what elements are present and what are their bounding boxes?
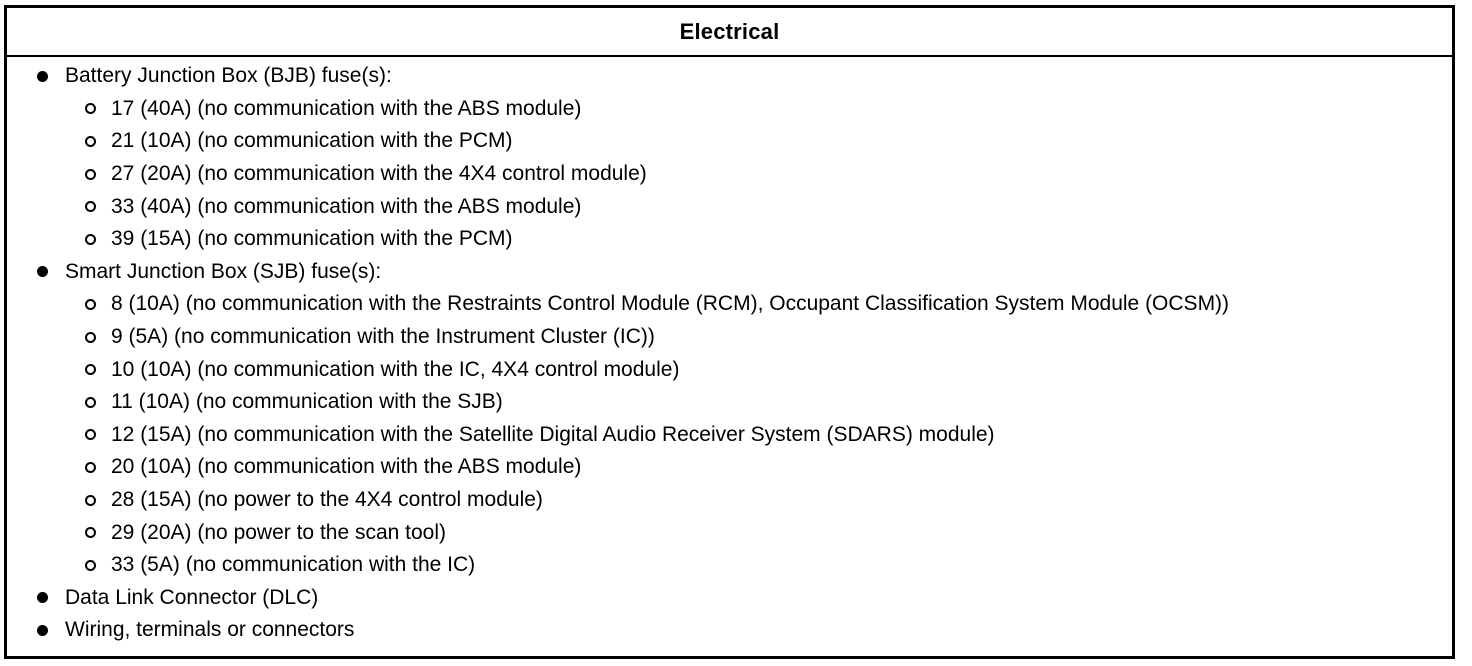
sub-list-item: 9 (5A) (no communication with the Instru… [7,321,1452,354]
open-circle-bullet-icon [85,461,96,473]
list-item-label: Battery Junction Box (BJB) fuse(s): [65,64,392,88]
sub-list-item-label: 27 (20A) (no communication with the 4X4 … [111,162,647,186]
open-circle-bullet-icon [85,201,96,213]
open-circle-bullet-icon [85,527,96,539]
open-circle-bullet-icon [85,331,96,343]
filled-circle-bullet-icon [37,592,48,604]
open-circle-bullet-icon [85,396,96,408]
sub-list-item: 27 (20A) (no communication with the 4X4 … [7,158,1452,191]
sub-list-item: 21 (10A) (no communication with the PCM) [7,125,1452,158]
list-item: Data Link Connector (DLC) [7,582,1452,615]
list-item-label: Smart Junction Box (SJB) fuse(s): [65,259,382,283]
sub-list-item-label: 17 (40A) (no communication with the ABS … [111,96,582,120]
sub-list-item: 29 (20A) (no power to the scan tool) [7,516,1452,549]
list-item-label: Data Link Connector (DLC) [65,585,319,609]
sub-list-item: 17 (40A) (no communication with the ABS … [7,93,1452,126]
electrical-table: Electrical Battery Junction Box (BJB) fu… [4,5,1455,659]
list-item: Smart Junction Box (SJB) fuse(s): [7,256,1452,289]
open-circle-bullet-icon [85,559,96,571]
sub-list-item-label: 33 (5A) (no communication with the IC) [111,553,476,577]
sub-list-item: 33 (40A) (no communication with the ABS … [7,190,1452,223]
open-circle-bullet-icon [85,364,96,376]
table-body: Battery Junction Box (BJB) fuse(s): 17 (4… [7,57,1452,647]
sub-list-item-label: 39 (15A) (no communication with the PCM) [111,227,513,251]
sub-list-item: 12 (15A) (no communication with the Sate… [7,419,1452,452]
sub-list-item-label: 33 (40A) (no communication with the ABS … [111,194,582,218]
open-circle-bullet-icon [85,233,96,245]
open-circle-bullet-icon [85,429,96,441]
sub-list-item-label: 29 (20A) (no power to the scan tool) [111,520,447,544]
filled-circle-bullet-icon [37,266,48,278]
sub-list-item-label: 28 (15A) (no power to the 4X4 control mo… [111,488,543,512]
list-item: Wiring, terminals or connectors [7,614,1452,647]
sub-list-item-label: 20 (10A) (no communication with the ABS … [111,455,582,479]
sub-list-item-label: 10 (10A) (no communication with the IC, … [111,357,680,381]
table-title: Electrical [679,18,780,44]
list-item: Battery Junction Box (BJB) fuse(s): [7,60,1452,93]
sub-list-item: 10 (10A) (no communication with the IC, … [7,353,1452,386]
sub-list-item-label: 8 (10A) (no communication with the Restr… [111,292,1230,316]
table-header: Electrical [7,8,1452,57]
sub-list-item-label: 11 (10A) (no communication with the SJB) [111,390,503,414]
sub-list-item-label: 12 (15A) (no communication with the Sate… [111,422,995,446]
open-circle-bullet-icon [85,168,96,180]
sub-list-item: 8 (10A) (no communication with the Restr… [7,288,1452,321]
sub-list-item: 33 (5A) (no communication with the IC) [7,549,1452,582]
filled-circle-bullet-icon [37,624,48,636]
sub-list-item-label: 21 (10A) (no communication with the PCM) [111,129,513,153]
electrical-list: Battery Junction Box (BJB) fuse(s): 17 (4… [7,60,1452,647]
open-circle-bullet-icon [85,103,96,115]
sub-list-item: 11 (10A) (no communication with the SJB) [7,386,1452,419]
sub-list-item-label: 9 (5A) (no communication with the Instru… [111,325,655,349]
open-circle-bullet-icon [85,298,96,310]
filled-circle-bullet-icon [37,70,48,82]
open-circle-bullet-icon [85,494,96,506]
sub-list-item: 39 (15A) (no communication with the PCM) [7,223,1452,256]
sub-list-item: 28 (15A) (no power to the 4X4 control mo… [7,484,1452,517]
open-circle-bullet-icon [85,135,96,147]
sub-list-item: 20 (10A) (no communication with the ABS … [7,451,1452,484]
list-item-label: Wiring, terminals or connectors [65,618,355,642]
